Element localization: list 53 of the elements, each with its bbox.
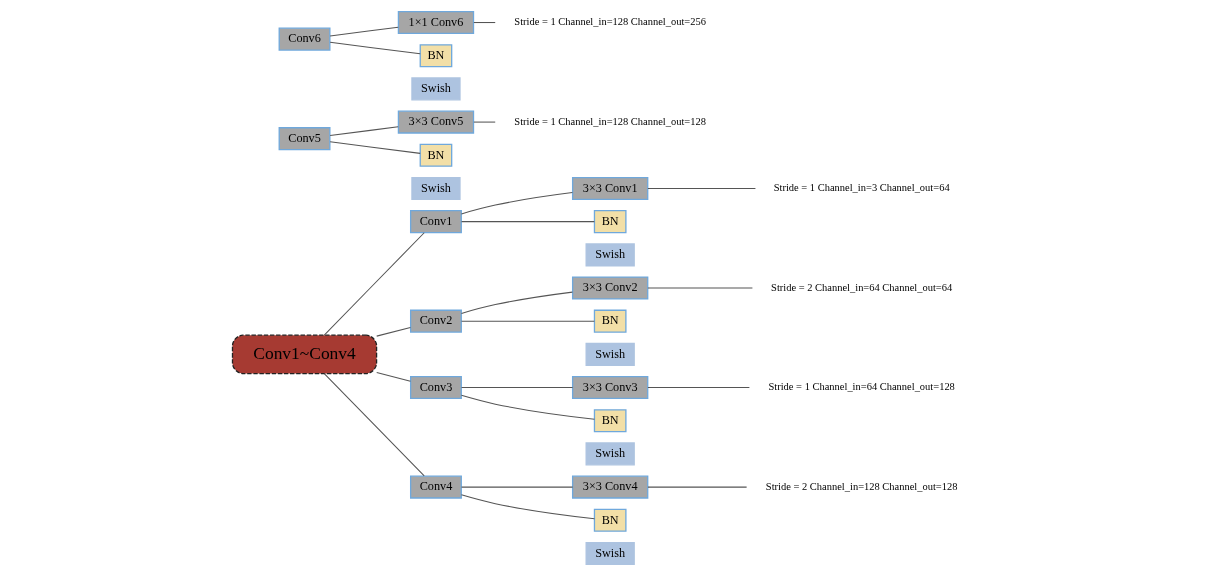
node-box: Conv4 (409, 475, 462, 499)
node-box: 3×3 Conv5 (397, 110, 474, 134)
connector (329, 26, 399, 37)
connector (460, 387, 573, 389)
connector (472, 121, 496, 123)
connector (375, 326, 411, 337)
node-box: 3×3 Conv3 (571, 376, 648, 400)
node-box: Swish (585, 243, 635, 267)
connector (646, 387, 750, 389)
connector (460, 192, 573, 215)
node-box: 3×3 Conv2 (571, 276, 648, 300)
node-box: Swish (585, 541, 635, 566)
connector (329, 126, 399, 137)
node-box: 3×3 Conv4 (571, 475, 648, 499)
node-box: BN (419, 44, 452, 68)
node-box: Conv1 (409, 210, 462, 234)
node-box: Conv2 (409, 309, 462, 333)
node-box: BN (593, 309, 627, 333)
node-box: Swish (585, 342, 635, 366)
connector (460, 394, 595, 420)
connector (646, 287, 753, 289)
node-box: Conv1~Conv4 (231, 334, 377, 375)
connector (460, 494, 595, 520)
node-box: BN (593, 409, 627, 433)
connector (460, 320, 595, 322)
connector (375, 372, 411, 382)
node-box: Conv3 (409, 376, 462, 400)
connector (460, 291, 573, 314)
node-box: Swish (585, 442, 635, 466)
connector (460, 486, 573, 488)
node-text: Stride = 1 Channel_in=128 Channel_out=256 (513, 16, 706, 28)
node-box: Swish (410, 77, 461, 101)
node-box: Conv5 (278, 127, 330, 151)
node-text: Stride = 1 Channel_in=3 Channel_out=64 (773, 182, 950, 194)
node-text: Stride = 2 Channel_in=64 Channel_out=64 (770, 281, 952, 293)
connector (460, 221, 595, 223)
connector (329, 141, 421, 154)
node-box: BN (593, 508, 627, 532)
node-box: BN (593, 210, 627, 234)
connector (323, 373, 425, 477)
connector (323, 232, 425, 336)
node-box: 3×3 Conv1 (571, 176, 648, 200)
connector (646, 187, 756, 189)
node-box: BN (419, 143, 452, 167)
node-box: Conv6 (278, 27, 330, 51)
connector (646, 486, 747, 488)
node-text: Stride = 1 Channel_in=64 Channel_out=128 (767, 381, 955, 393)
connector (472, 22, 496, 24)
node-box: 1×1 Conv6 (397, 10, 474, 35)
node-text: Stride = 2 Channel_in=128 Channel_out=128 (765, 480, 957, 492)
connector (329, 41, 421, 55)
node-box: Swish (410, 176, 461, 200)
node-text: Stride = 1 Channel_in=128 Channel_out=128 (513, 115, 706, 127)
